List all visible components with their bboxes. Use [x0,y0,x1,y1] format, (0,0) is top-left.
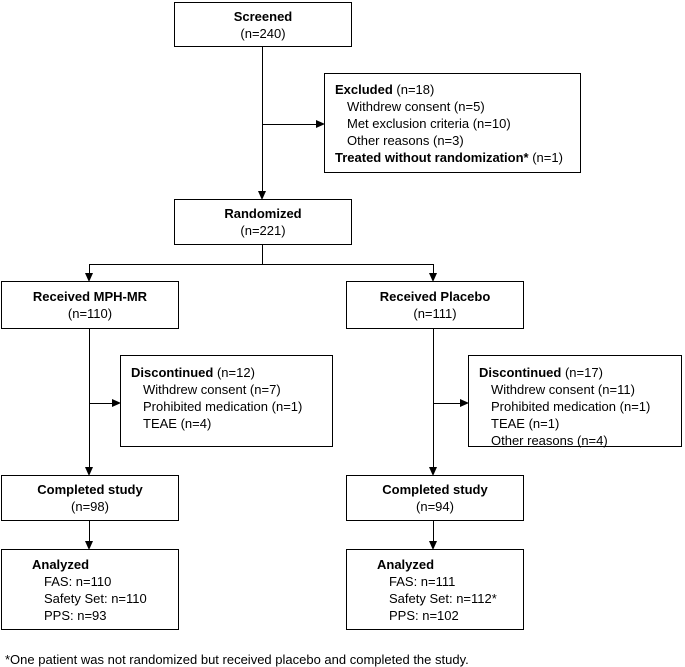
right-completed-box: Completed study (n=94) [346,475,524,521]
arrow-to-randomized [258,191,266,200]
arrow-to-left-arm [85,273,93,282]
excluded-item: Withdrew consent (n=5) [347,99,485,114]
excluded-title: Excluded [335,82,393,97]
left-discontinued-count: (n=12) [213,365,255,380]
right-analyzed-box: Analyzed FAS: n=111 Safety Set: n=112* P… [346,549,524,630]
screened-title: Screened [233,8,293,24]
right-discontinued-count: (n=17) [561,365,603,380]
left-analyzed-title: Analyzed [32,557,90,572]
screened-box: Screened (n=240) [174,2,352,47]
connector-to-excluded [262,124,317,125]
arrow-to-left-analyzed [85,541,93,550]
connector-right-received-completed [433,328,434,468]
left-completed-box: Completed study (n=98) [1,475,179,521]
left-discontinued-item: TEAE (n=4) [143,416,212,431]
arrow-to-right-completed [429,467,437,476]
connector-left-received-completed [89,328,90,468]
right-completed-title: Completed study [382,482,488,497]
left-discontinued-title: Discontinued [131,365,214,380]
screened-count: (n=240) [240,25,286,41]
footnote: *One patient was not randomized but rece… [5,652,469,667]
received-mph-mr-box: Received MPH-MR (n=110) [1,281,179,329]
right-discontinued-title: Discontinued [479,365,562,380]
right-discontinued-box: Discontinued (n=17) Withdrew consent (n=… [468,355,682,448]
connector-randomized-split [262,244,263,264]
right-analyzed-item: Safety Set: n=112* [389,591,497,606]
received-mph-mr-count: (n=110) [67,306,113,321]
treated-without-randomization-title: Treated without randomization* [335,150,529,165]
right-discontinued-item: TEAE (n=1) [491,416,560,431]
connector-right-completed-analyzed [433,520,434,542]
randomized-title: Randomized [224,206,302,221]
left-analyzed-item: Safety Set: n=110 [44,591,147,606]
connector-split-left [89,264,90,274]
arrow-to-right-analyzed [429,541,437,550]
excluded-box: Excluded (n=18) Withdrew consent (n=5) M… [324,73,581,173]
left-analyzed-item: FAS: n=110 [44,574,112,589]
right-discontinued-item: Other reasons (n=4) [491,433,608,448]
arrow-to-left-completed [85,467,93,476]
right-analyzed-title: Analyzed [377,557,435,572]
left-discontinued-item: Withdrew consent (n=7) [143,382,281,397]
right-analyzed-item: PPS: n=102 [389,608,459,623]
excluded-item: Other reasons (n=3) [347,133,464,148]
left-completed-title: Completed study [37,482,143,497]
left-completed-count: (n=98) [71,499,109,514]
received-placebo-title: Received Placebo [379,289,491,304]
right-completed-count: (n=94) [416,499,454,514]
arrow-to-excluded [316,120,325,128]
connector-split-horizontal [89,264,434,265]
received-mph-mr-title: Received MPH-MR [32,289,148,304]
randomized-count: (n=221) [240,223,286,238]
connector-left-completed-analyzed [89,520,90,542]
right-discontinued-item: Withdrew consent (n=11) [491,382,635,397]
received-placebo-count: (n=111) [413,306,457,321]
randomized-box: Randomized (n=221) [174,199,352,245]
arrow-to-right-arm [429,273,437,282]
left-discontinued-item: Prohibited medication (n=1) [143,399,303,414]
connector-screened-randomized [262,46,263,192]
connector-to-left-discontinued [89,403,113,404]
left-analyzed-item: PPS: n=93 [44,608,107,623]
left-analyzed-box: Analyzed FAS: n=110 Safety Set: n=110 PP… [1,549,179,630]
treated-without-randomization-count: (n=1) [528,150,563,165]
right-analyzed-item: FAS: n=111 [389,574,456,589]
connector-to-right-discontinued [433,403,461,404]
right-discontinued-item: Prohibited medication (n=1) [491,399,651,414]
connector-split-right [433,264,434,274]
arrow-to-left-discontinued [112,399,121,407]
left-discontinued-box: Discontinued (n=12) Withdrew consent (n=… [120,355,333,447]
arrow-to-right-discontinued [460,399,469,407]
excluded-count: (n=18) [392,82,435,97]
received-placebo-box: Received Placebo (n=111) [346,281,524,329]
excluded-item: Met exclusion criteria (n=10) [347,116,511,131]
